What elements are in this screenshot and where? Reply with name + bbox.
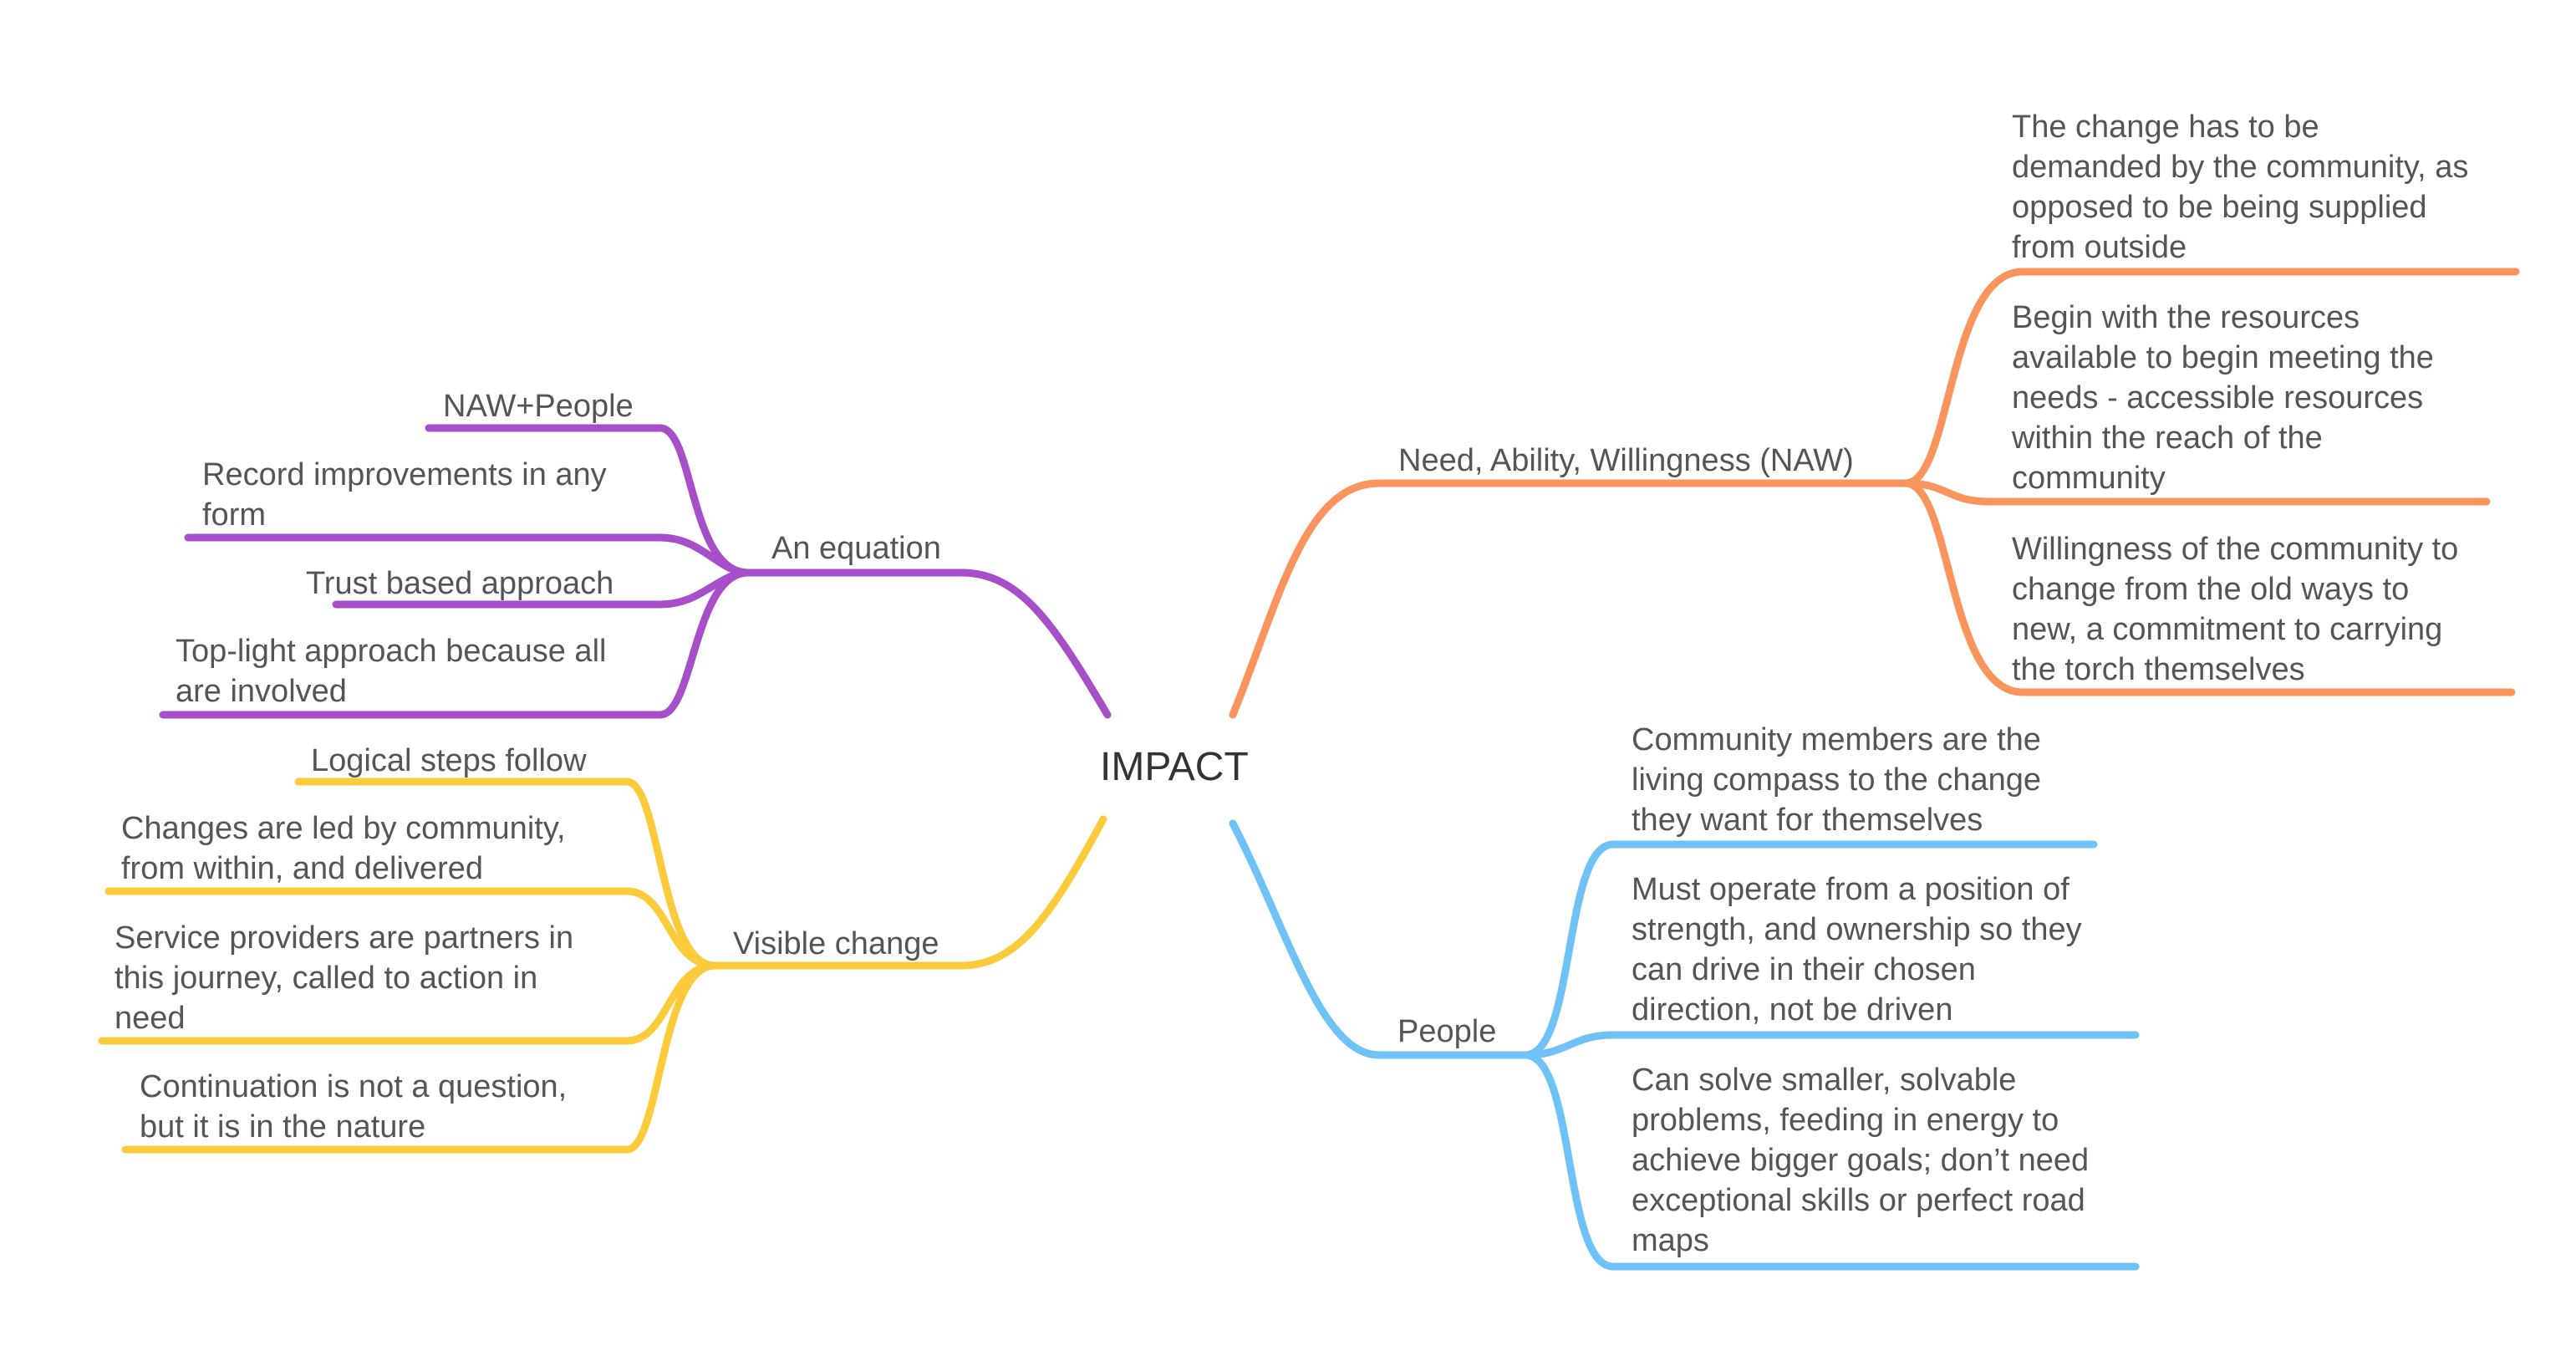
- visible-main-connector: [710, 815, 1107, 970]
- central-topic[interactable]: IMPACT: [1100, 745, 1249, 789]
- naw-connector-resources: [1901, 479, 2491, 506]
- naw-connectors: [1229, 268, 2520, 719]
- equation-branch-label[interactable]: An equation: [771, 531, 941, 566]
- equation-connectors: [159, 424, 1112, 719]
- visible-branch-label[interactable]: Visible change: [733, 926, 939, 961]
- people-child-solve-smaller[interactable]: Can solve smaller, solvable problems, fe…: [1632, 1063, 2090, 1258]
- people-child-position-of-strength[interactable]: Must operate from a position of strength…: [1632, 872, 2082, 1027]
- people-child-living-compass[interactable]: Community members are the living compass…: [1632, 722, 2042, 838]
- people-main-connector: [1229, 819, 1530, 1059]
- naw-connector-demanded: [1901, 268, 2520, 487]
- equation-child-record-improvements[interactable]: Record improvements in any form: [202, 457, 607, 533]
- equation-child-naw-people[interactable]: NAW+People: [443, 389, 634, 424]
- naw-child-resources[interactable]: Begin with the resources available to be…: [2012, 300, 2434, 496]
- equation-child-trust-based[interactable]: Trust based approach: [306, 566, 614, 601]
- naw-main-connector: [1229, 479, 1910, 719]
- visible-child-logical-steps[interactable]: Logical steps follow: [311, 743, 587, 778]
- people-connector-position-of-strength: [1521, 1031, 2140, 1059]
- naw-branch-label[interactable]: Need, Ability, Willingness (NAW): [1398, 443, 1854, 478]
- naw-child-willingness[interactable]: Willingness of the community to change f…: [2012, 532, 2459, 687]
- equation-main-connector: [744, 568, 1112, 719]
- people-connectors: [1229, 819, 2140, 1271]
- visible-child-continuation[interactable]: Continuation is not a question, but it i…: [140, 1069, 568, 1145]
- naw-child-demanded[interactable]: The change has to be demanded by the com…: [2012, 110, 2469, 265]
- people-branch-label[interactable]: People: [1397, 1014, 1497, 1049]
- visible-child-service-providers[interactable]: Service providers are partners in this j…: [115, 920, 574, 1036]
- visible-connector-continuation: [121, 961, 719, 1154]
- people-connector-solve-smaller: [1521, 1051, 2140, 1271]
- people-connector-living-compass: [1521, 840, 2098, 1059]
- equation-child-top-light[interactable]: Top-light approach because all are invol…: [176, 634, 607, 709]
- visible-change-connectors: [98, 778, 1107, 1154]
- visible-child-led-by-community[interactable]: Changes are led by community, from withi…: [121, 811, 566, 886]
- naw-connector-willingness: [1901, 479, 2516, 696]
- visible-connector-led-by-community: [104, 887, 719, 970]
- equation-connector-top-light: [159, 568, 752, 719]
